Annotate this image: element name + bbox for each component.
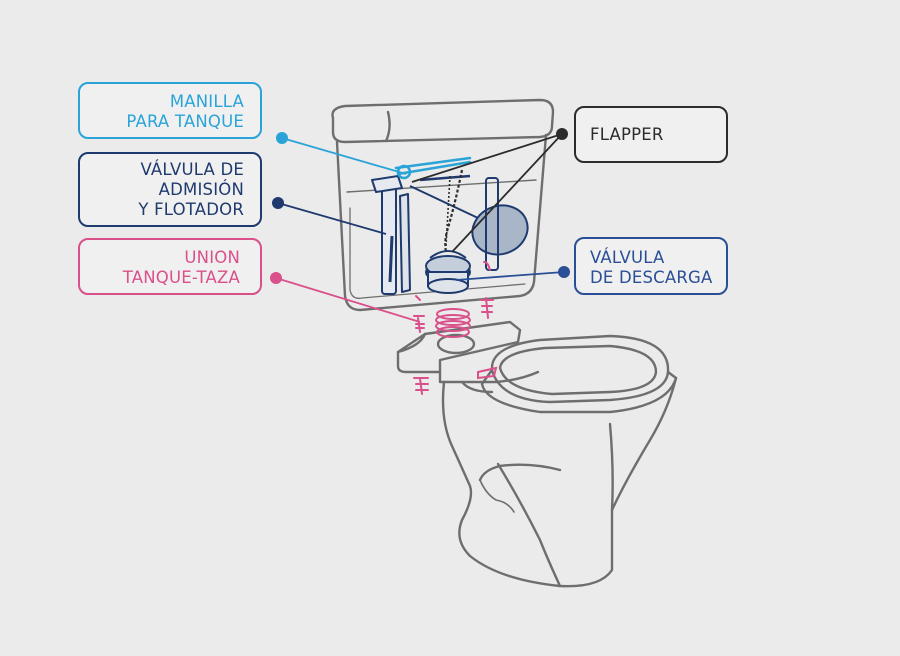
bowl-rim — [460, 368, 678, 414]
flush-valve — [425, 250, 471, 294]
dot-flapper — [556, 128, 568, 140]
bowl-foot-line — [478, 463, 562, 482]
label-handle-line2: PARA TANQUE — [126, 112, 244, 131]
label-fill-valve: VÁLVULA DE ADMISIÓN Y FLOTADOR — [78, 152, 262, 227]
label-flapper-line1: FLAPPER — [590, 125, 664, 144]
label-tank-bowl-line1: UNION — [184, 248, 240, 267]
leader-tank-bowl — [275, 277, 421, 323]
bowl-side-curve — [479, 479, 515, 513]
dot-fill-valve — [272, 197, 284, 209]
label-flush-valve-line1: VÁLVULA — [590, 248, 665, 267]
chain — [444, 169, 464, 253]
label-flapper: FLAPPER — [574, 106, 728, 163]
label-flush-valve-line2: DE DESCARGA — [590, 268, 713, 287]
bowl-foot — [496, 462, 562, 588]
dot-tank-bowl — [270, 272, 282, 284]
fill-valve — [371, 175, 411, 295]
tank-body — [335, 133, 548, 312]
bowl-body — [441, 376, 678, 588]
dot-flush-valve — [558, 266, 570, 278]
label-handle-line1: MANILLA — [169, 92, 244, 111]
leader-flapper-1 — [451, 133, 563, 253]
label-tank-bowl: UNION TANQUE-TAZA — [78, 238, 262, 295]
bowl-lid-inner — [498, 344, 658, 396]
leader-flapper-2 — [411, 133, 563, 183]
leader-lines — [275, 133, 565, 323]
flush-hole — [436, 333, 476, 355]
label-fill-valve-line3: Y FLOTADOR — [138, 200, 244, 219]
leader-handle — [281, 137, 407, 175]
label-fill-valve-line1: VÁLVULA DE — [140, 160, 244, 179]
tank-lid — [331, 98, 555, 144]
tank-seat-top — [396, 332, 427, 354]
tank-bowl-hardware — [413, 261, 498, 395]
float-ball — [471, 204, 529, 256]
dot-handle — [276, 132, 288, 144]
label-fill-valve-line2: ADMISIÓN — [158, 180, 244, 199]
tank-lid-front — [384, 110, 391, 143]
leader-fill-valve — [277, 202, 387, 235]
label-handle: MANILLA PARA TANQUE — [78, 82, 262, 139]
label-tank-bowl-line2: TANQUE-TAZA — [122, 268, 240, 287]
leader-flush-valve — [455, 271, 565, 281]
overflow-tube — [485, 177, 499, 271]
handle-lever — [394, 156, 472, 180]
label-flush-valve: VÁLVULA DE DESCARGA — [574, 237, 728, 295]
